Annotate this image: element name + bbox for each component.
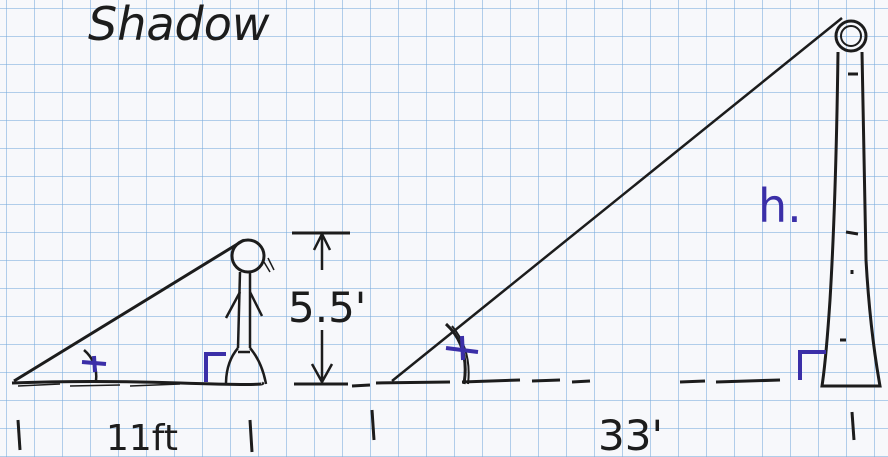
tree-trunk-outline (820, 51, 882, 388)
person-shadow-left-tick (16, 419, 22, 451)
person-shadow-ground (11, 380, 265, 386)
tree-angle-mark-stem (460, 335, 465, 361)
tree-shadow-left-tick (370, 409, 376, 441)
person-height-label: 5.5' (288, 283, 366, 332)
person-ground-hatching (17, 383, 181, 387)
height-arrow-down (310, 330, 334, 385)
person-right-angle-mark (204, 352, 226, 382)
tree (820, 19, 882, 388)
stick-person (224, 238, 275, 385)
tree-top-inner-circle (840, 25, 862, 47)
tree-shadow-ground (351, 378, 781, 388)
tree-sun-ray (391, 17, 843, 382)
tree-right-angle-mark (798, 350, 826, 380)
person-angle-mark-stem (92, 355, 97, 373)
person-body-left (236, 271, 242, 349)
tree-height-label: h. (758, 179, 802, 233)
person-sun-ray (13, 238, 245, 383)
tree-trunk-marks (840, 72, 859, 342)
person-shadow-label: 11ft (106, 418, 178, 457)
person-arms (224, 291, 264, 319)
diagram-title: Shadow (88, 0, 270, 51)
person-hair (263, 257, 275, 273)
tree-shadow-right-tick (850, 411, 856, 441)
person-shadow-right-tick (248, 419, 254, 453)
height-arrow-up (312, 231, 332, 270)
tree-shadow-label: 33' (598, 411, 663, 457)
person-legs (224, 347, 268, 385)
tree-top-circle (834, 19, 868, 53)
person-head (230, 238, 266, 274)
